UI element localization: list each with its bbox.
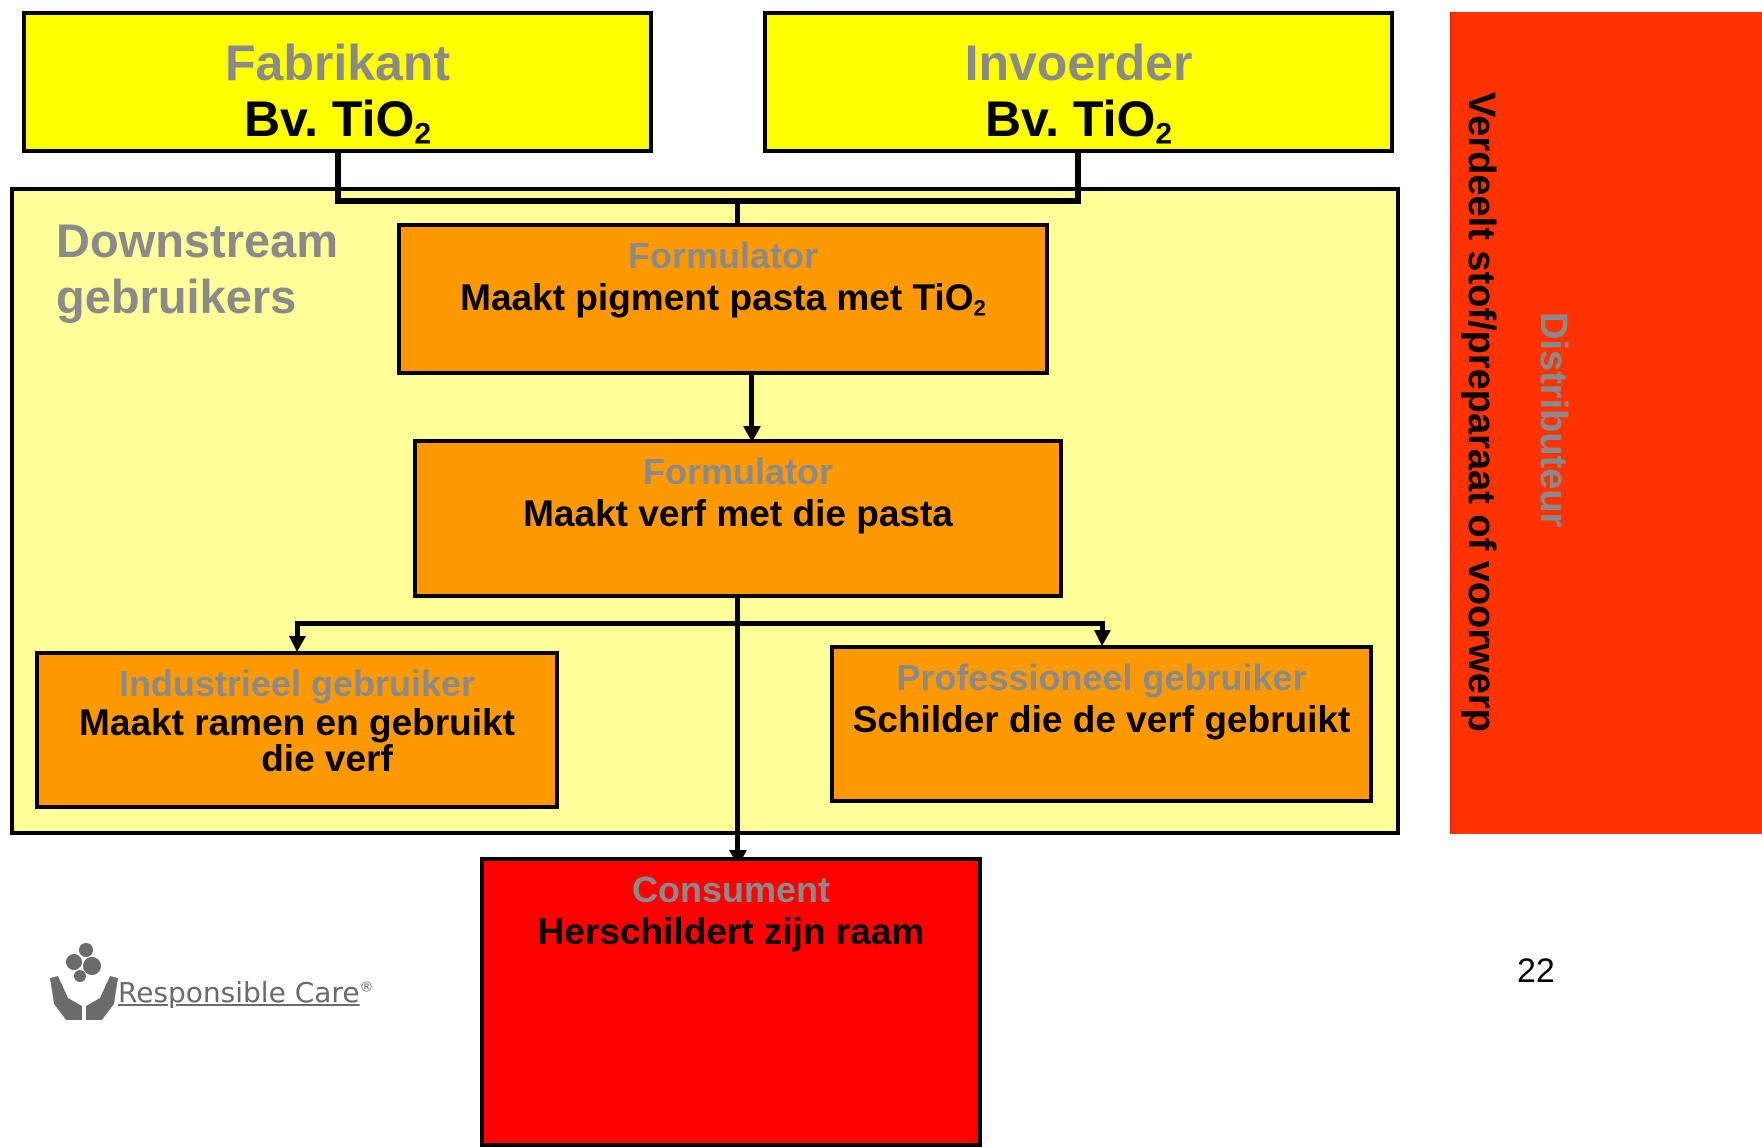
responsible-care-logo: Responsible Care® [46,940,376,1030]
user-branch-line [295,621,1105,626]
industrial-user-role: Industrieel gebruiker [118,663,476,704]
manufacturer-role: Fabrikant [224,35,451,91]
distributor-bar: Verdeelt stof/preparaat of voorwerp Dist… [1450,12,1762,834]
manufacturer-box: Fabrikant Bv. TiO2 [22,11,653,153]
formulator2-box: Formulator Maakt verf met die pasta [413,439,1063,598]
manufacturer-connector [335,150,341,204]
formulator-chain-line [749,373,754,433]
consumer-role: Consument [632,869,830,910]
logo-text: Responsible Care [118,976,360,1009]
industrial-drop-line [295,621,300,642]
professional-drop-line [1100,621,1105,637]
logo-registered-mark: ® [359,979,374,996]
consumer-box: Consument Herschildert zijn raam [480,857,982,1147]
manufacturer-example: Bv. TiO2 [243,91,432,151]
consumer-desc: Herschildert zijn raam [537,911,925,952]
hands-logo-icon [50,943,118,1020]
professional-user-box: Professioneel gebruiker Schilder die de … [830,645,1373,803]
to-formulator1-line [735,204,740,230]
formulator2-down-line [735,596,740,856]
professional-user-desc: Schilder die de verf gebruikt [852,699,1351,740]
importer-box: Invoerder Bv. TiO2 [763,11,1394,153]
page-number: 22 [1517,952,1555,990]
supplier-merge-line [335,198,1081,204]
industrial-user-desc-line2: die verf [261,738,393,779]
arrowhead-industrial [289,636,306,652]
formulator2-role: Formulator [642,451,833,492]
professional-user-role: Professioneel gebruiker [896,657,1307,698]
importer-role: Invoerder [964,35,1193,91]
formulator1-desc: Maakt pigment pasta met TiO2 [460,277,986,321]
formulator1-role: Formulator [627,235,818,276]
arrowhead-formulator2 [743,426,761,442]
arrowhead-professional [1094,630,1111,646]
industrial-user-box: Industrieel gebruiker Maakt ramen en geb… [35,651,559,809]
importer-example: Bv. TiO2 [984,91,1173,151]
importer-connector [1075,150,1081,204]
formulator1-box: Formulator Maakt pigment pasta met TiO2 [397,223,1049,375]
downstream-label: Downstream gebruikers [56,214,339,323]
industrial-user-desc-line1: Maakt ramen en gebruikt [79,702,515,743]
distributor-title: Distributeur [1532,312,1574,528]
formulator2-desc: Maakt verf met die pasta [523,493,953,534]
distributor-desc: Verdeelt stof/preparaat of voorwerp [1460,92,1502,732]
